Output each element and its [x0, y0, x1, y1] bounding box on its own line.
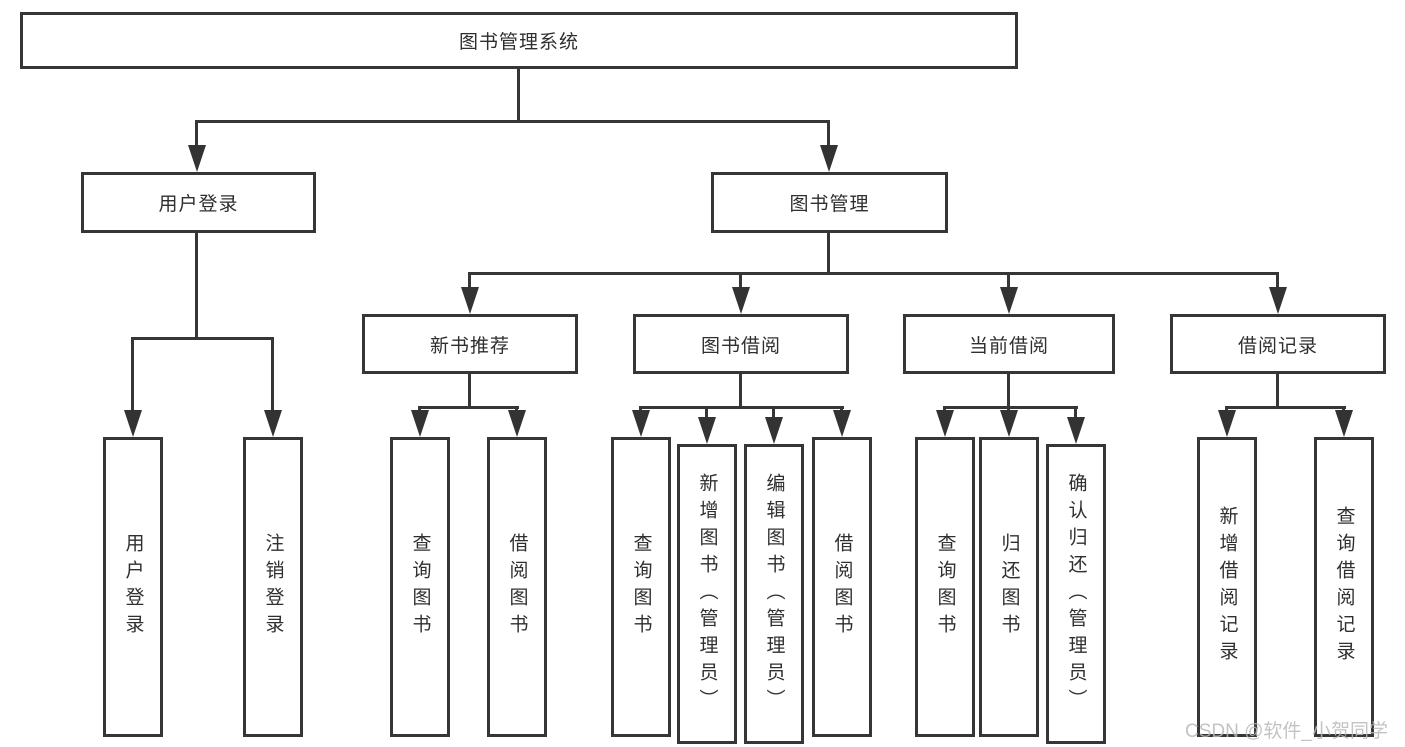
- connector-book-mgmt-drop: [827, 233, 830, 272]
- arrow-down-icon: [264, 410, 282, 437]
- leaf-label: 注销登录: [262, 533, 284, 641]
- arrow-down-icon: [765, 417, 783, 444]
- connector-branch-stem: [739, 272, 742, 290]
- connector-borrow-rail: [639, 406, 844, 409]
- connector-leaf-stem: [1074, 406, 1077, 418]
- connector-leaf-stem: [131, 337, 134, 413]
- leaf-borrow-books: 借阅图书: [812, 437, 872, 737]
- arrow-down-icon: [1335, 410, 1353, 437]
- leaf-label: 编辑图书（管理员）: [763, 472, 785, 716]
- arrow-down-icon: [936, 410, 954, 437]
- arrow-down-icon: [1067, 417, 1085, 444]
- csdn-watermark: CSDN @软件_小贺同学: [1185, 721, 1388, 742]
- node-label: 图书管理: [789, 194, 870, 215]
- node-user-login: 用户登录: [81, 172, 316, 233]
- leaf-label: 用户登录: [122, 533, 144, 641]
- arrow-down-icon: [820, 145, 838, 172]
- leaf-edit-books-admin: 编辑图书（管理员）: [744, 444, 804, 744]
- connector-leaf-stem: [705, 406, 708, 418]
- arrow-down-icon: [1000, 410, 1018, 437]
- leaf-label: 归还图书: [998, 533, 1020, 641]
- node-label: 用户登录: [158, 194, 239, 215]
- connector-current-drop: [1007, 374, 1010, 406]
- leaf-query-books-current: 查询图书: [915, 437, 975, 737]
- node-current-borrowing: 当前借阅: [903, 314, 1115, 374]
- leaf-label: 查询图书: [934, 533, 956, 641]
- leaf-label: 借阅图书: [831, 533, 853, 641]
- node-library-management-system: 图书管理系统: [20, 12, 1018, 69]
- arrow-down-icon: [833, 410, 851, 437]
- leaf-label: 新增图书（管理员）: [696, 472, 718, 716]
- arrow-down-icon: [732, 287, 750, 314]
- arrow-down-icon: [1269, 287, 1287, 314]
- connector-branch-stem: [468, 272, 471, 290]
- leaf-label: 确认归还（管理员）: [1065, 472, 1087, 716]
- leaf-return-books: 归还图书: [979, 437, 1039, 737]
- arrow-down-icon: [1000, 287, 1018, 314]
- connector-leaf-stem: [772, 406, 775, 418]
- node-label: 图书管理系统: [458, 32, 579, 53]
- leaf-query-books-borrow: 查询图书: [611, 437, 671, 737]
- connector-level2-rail: [195, 120, 830, 123]
- arrow-down-icon: [1218, 410, 1236, 437]
- connector-user-login-stem: [195, 120, 198, 148]
- connector-user-login-rail: [131, 337, 274, 340]
- arrow-down-icon: [508, 410, 526, 437]
- leaf-query-books-recommend: 查询图书: [390, 437, 450, 737]
- leaf-user-login: 用户登录: [103, 437, 163, 737]
- leaf-label: 查询图书: [409, 533, 431, 641]
- node-book-borrowing: 图书借阅: [633, 314, 849, 374]
- node-label: 借阅记录: [1237, 335, 1318, 357]
- node-label: 图书借阅: [700, 335, 781, 357]
- connector-current-rail: [943, 406, 1078, 409]
- connector-root-drop: [517, 68, 520, 120]
- connector-newbook-drop: [468, 374, 471, 406]
- node-label: 新书推荐: [429, 335, 510, 357]
- connector-newbook-rail: [418, 406, 519, 409]
- connector-book-mgmt-stem: [827, 120, 830, 148]
- leaf-label: 查询图书: [630, 533, 652, 641]
- arrow-down-icon: [698, 417, 716, 444]
- leaf-label: 新增借阅记录: [1216, 506, 1238, 668]
- connector-user-login-drop: [195, 233, 198, 337]
- node-book-management: 图书管理: [711, 172, 948, 233]
- connector-records-drop: [1276, 374, 1279, 406]
- node-label: 当前借阅: [968, 335, 1049, 357]
- connector-branch-stem: [1007, 272, 1010, 290]
- leaf-logout: 注销登录: [243, 437, 303, 737]
- connector-leaf-stem: [271, 337, 274, 413]
- leaf-add-borrow-record: 新增借阅记录: [1197, 437, 1257, 737]
- connector-level3-rail: [468, 272, 1279, 275]
- arrow-down-icon: [124, 410, 142, 437]
- arrow-down-icon: [461, 287, 479, 314]
- connector-branch-stem: [1276, 272, 1279, 290]
- leaf-add-books-admin: 新增图书（管理员）: [677, 444, 737, 744]
- leaf-query-borrow-record: 查询借阅记录: [1314, 437, 1374, 737]
- arrow-down-icon: [188, 145, 206, 172]
- leaf-borrow-books-recommend: 借阅图书: [487, 437, 547, 737]
- arrow-down-icon: [632, 410, 650, 437]
- node-borrowing-records: 借阅记录: [1170, 314, 1386, 374]
- connector-records-rail: [1225, 406, 1346, 409]
- leaf-confirm-return-admin: 确认归还（管理员）: [1046, 444, 1106, 744]
- leaf-label: 查询借阅记录: [1333, 506, 1355, 668]
- leaf-label: 借阅图书: [506, 533, 528, 641]
- node-new-book-recommendation: 新书推荐: [362, 314, 578, 374]
- arrow-down-icon: [411, 410, 429, 437]
- connector-borrow-drop: [739, 374, 742, 406]
